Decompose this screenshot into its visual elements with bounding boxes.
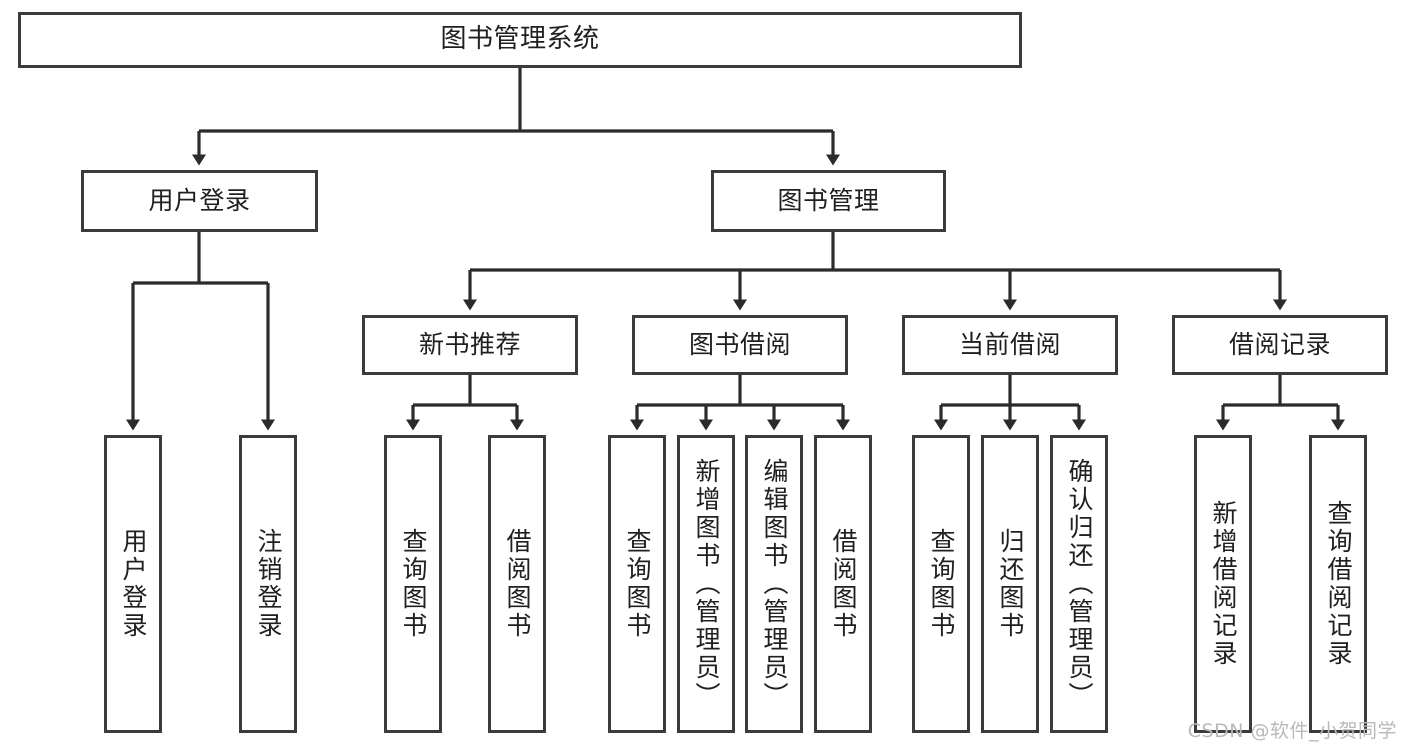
node-label: 用户登录 [119,528,148,640]
leaf-query-borrow-record[interactable]: 查询借阅记录 [1309,435,1367,733]
node-borrow-records[interactable]: 借阅记录 [1172,315,1388,375]
leaf-query-book-recommend[interactable]: 查询图书 [384,435,442,733]
leaf-add-borrow-record[interactable]: 新增借阅记录 [1194,435,1252,733]
node-new-book-recommend[interactable]: 新书推荐 [362,315,578,375]
node-label: 用户登录 [148,185,251,215]
leaf-edit-book-admin[interactable]: 编辑图书（管理员） [745,435,803,733]
node-label: 查询图书 [399,528,428,640]
node-label: 新书推荐 [418,329,521,359]
leaf-user-login[interactable]: 用户登录 [104,435,162,733]
node-current-borrow[interactable]: 当前借阅 [902,315,1118,375]
leaf-confirm-return-admin[interactable]: 确认归还（管理员） [1050,435,1108,733]
node-label: 编辑图书（管理员） [760,458,789,710]
node-label: 图书管理系统 [440,24,600,55]
node-label: 新增借阅记录 [1209,500,1238,668]
leaf-query-book-borrow[interactable]: 查询图书 [608,435,666,733]
node-label: 查询图书 [927,528,956,640]
node-label: 归还图书 [996,528,1025,640]
node-user-login[interactable]: 用户登录 [81,170,318,232]
node-label: 图书管理 [777,185,880,215]
node-book-management[interactable]: 图书管理 [711,170,946,232]
leaf-borrow-book-recommend[interactable]: 借阅图书 [488,435,546,733]
leaf-add-book-admin[interactable]: 新增图书（管理员） [677,435,735,733]
node-label: 图书借阅 [688,329,791,359]
node-label: 借阅图书 [829,528,858,640]
node-label: 查询图书 [623,528,652,640]
leaf-query-book-current[interactable]: 查询图书 [912,435,970,733]
node-label: 查询借阅记录 [1324,500,1353,668]
node-book-borrow[interactable]: 图书借阅 [632,315,848,375]
node-label: 注销登录 [254,528,283,640]
leaf-logout[interactable]: 注销登录 [239,435,297,733]
node-label: 新增图书（管理员） [692,458,721,710]
leaf-return-book[interactable]: 归还图书 [981,435,1039,733]
node-label: 确认归还（管理员） [1065,458,1094,710]
node-label: 借阅记录 [1228,329,1331,359]
csdn-watermark: CSDN @软件_小贺同学 [1187,720,1397,742]
node-label: 借阅图书 [503,528,532,640]
node-label: 当前借阅 [958,329,1061,359]
leaf-borrow-book[interactable]: 借阅图书 [814,435,872,733]
node-root-system[interactable]: 图书管理系统 [18,12,1022,68]
